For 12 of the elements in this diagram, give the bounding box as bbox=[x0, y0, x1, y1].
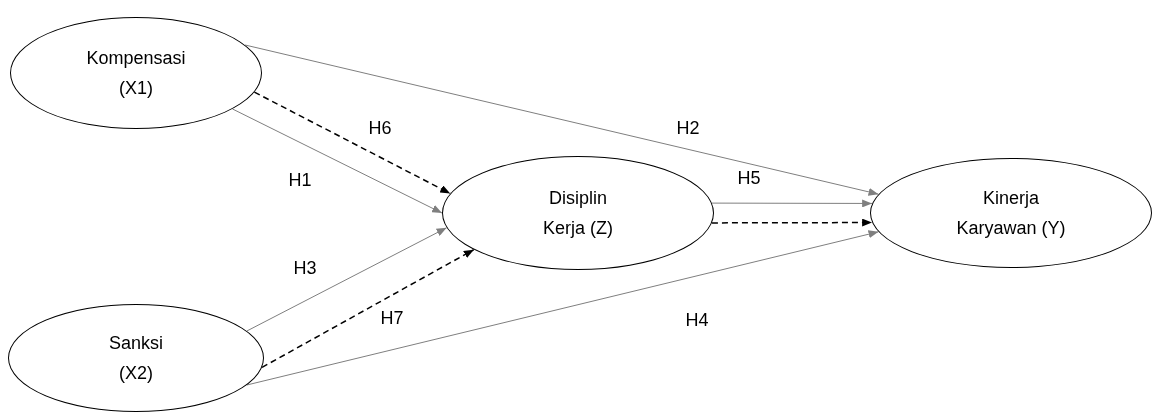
arrow bbox=[711, 218, 873, 227]
arrow bbox=[232, 108, 443, 214]
variable-label: Disiplin Kerja (Z) bbox=[542, 187, 614, 240]
arrow bbox=[261, 248, 475, 369]
arrow bbox=[246, 230, 879, 386]
arrow bbox=[711, 199, 873, 208]
variable-label: Kompensasi (X1) bbox=[85, 47, 187, 100]
arrow bbox=[246, 227, 448, 332]
variable-label: Kinerja Karyawan (Y) bbox=[955, 187, 1067, 240]
arrow bbox=[244, 44, 879, 196]
variable-label: Sanksi (X2) bbox=[108, 332, 164, 385]
arrow bbox=[253, 91, 451, 195]
